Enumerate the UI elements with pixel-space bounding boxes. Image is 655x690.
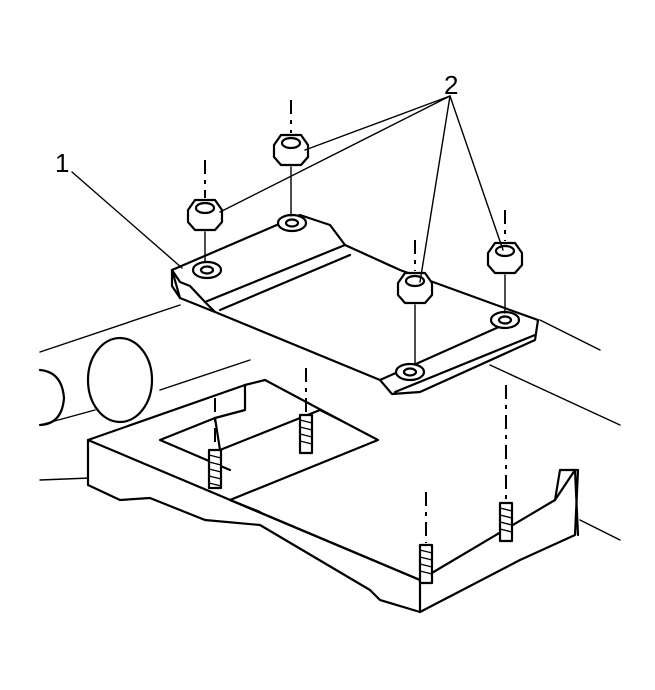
hex-nut [272,133,310,167]
leader-lines [71,95,504,283]
stud [498,501,514,543]
plate-holes [191,213,521,382]
stud [418,543,434,585]
hex-nuts [186,133,524,305]
alignment-lines [204,100,507,543]
lower-crossmember [86,378,580,614]
stud [298,413,314,455]
hex-nut [486,241,524,275]
callout-nuts: 2 [444,70,458,100]
stud [207,448,223,490]
callout-bracket: 1 [55,148,69,178]
hex-nut [396,271,434,305]
hex-nut [186,198,224,232]
frame-background [38,304,621,541]
studs [207,413,514,585]
mount-plate [170,213,540,396]
